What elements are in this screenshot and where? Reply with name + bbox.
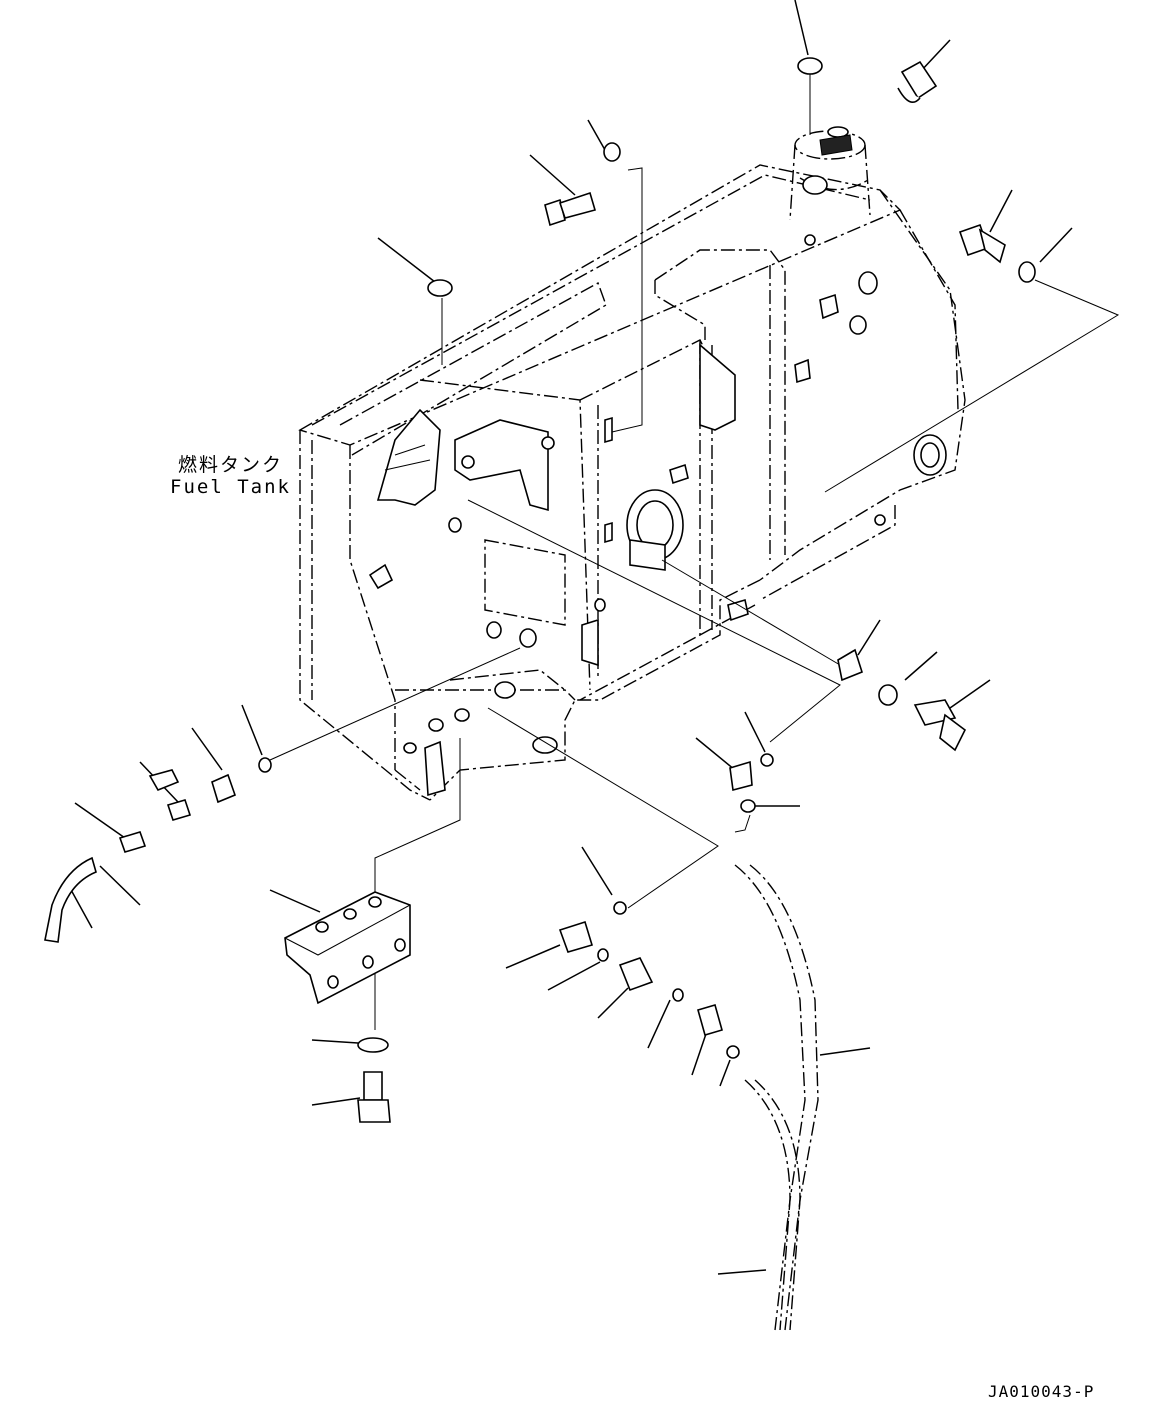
fuel-tank-label-en: Fuel Tank — [170, 476, 291, 498]
loose-parts — [44, 57, 1036, 1331]
drawing-id: JA010043-P — [988, 1382, 1095, 1401]
fuel-tank-label-jp: 燃料タンク — [178, 454, 284, 476]
tank-features — [368, 175, 947, 797]
fuel-tank-body — [298, 130, 966, 801]
